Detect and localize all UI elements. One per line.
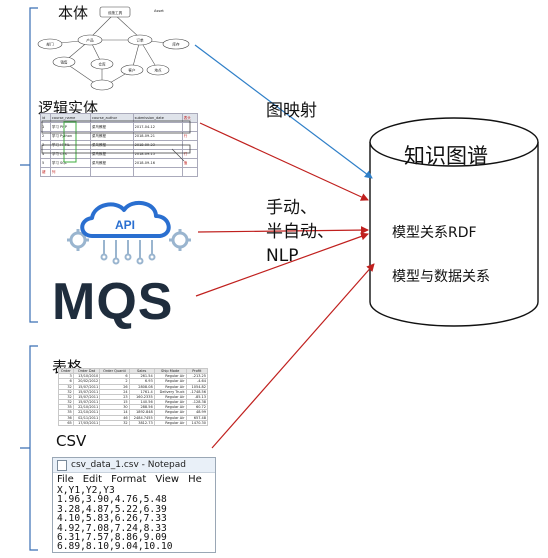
graph-mapping-label: 图映射 bbox=[266, 101, 317, 121]
csv-label: CSV bbox=[56, 432, 87, 450]
sheet-cell: 32 bbox=[99, 419, 130, 427]
notepad-line: 1.96,3.90,4.76,5.48 bbox=[57, 494, 167, 506]
sheet-cell: 17/03/2011 bbox=[72, 419, 101, 427]
notepad-titlebar: csv_data_1.csv - Notepad bbox=[53, 458, 215, 473]
entity-arrow bbox=[199, 122, 369, 201]
sheet-cell: 22/10/2011 bbox=[72, 409, 101, 416]
ontology-node: 订单 bbox=[136, 38, 144, 43]
ontology-node: 设施工具 bbox=[108, 10, 123, 15]
entity-table-cell bbox=[181, 167, 199, 177]
api-logo-text: API bbox=[115, 218, 135, 232]
model-relation-rdf: 模型关系RDF bbox=[392, 225, 477, 241]
sheet-cell: 15/07/2011 bbox=[72, 388, 101, 395]
sheet-cell: 15/07/2011 bbox=[72, 393, 101, 401]
sheet-cell: Regular Air bbox=[153, 419, 187, 427]
mqs-logo: MQS bbox=[52, 273, 174, 331]
ontology-node: Asset bbox=[154, 9, 164, 13]
ontology-node: 产品 bbox=[86, 38, 94, 43]
notepad-line: X,Y1,Y2,Y3 bbox=[57, 485, 115, 496]
ontology-node: 部门 bbox=[46, 42, 54, 47]
api-cloud-logo: API bbox=[67, 200, 191, 265]
bracket-top bbox=[20, 7, 38, 323]
method-nlp: NLP bbox=[266, 246, 299, 266]
menu-format[interactable]: Format bbox=[111, 474, 147, 485]
sheet-cell: 15/07/2011 bbox=[72, 399, 101, 406]
sheet-cell: 22/10/2011 bbox=[72, 404, 101, 411]
csv-arrow bbox=[211, 263, 375, 449]
ontology-node: 地点 bbox=[154, 68, 162, 73]
ontology-label: 本体 bbox=[58, 4, 89, 22]
ontology-node: 仓库 bbox=[98, 62, 106, 67]
mqs-arrow bbox=[195, 232, 369, 297]
sheet-cell: 65 bbox=[58, 419, 74, 427]
bracket-bottom bbox=[20, 345, 38, 551]
notepad-line: 3.28,4.87,5.22,6.39 bbox=[57, 503, 167, 515]
entity-table-cell: 列 bbox=[49, 167, 92, 177]
notepad-menubar: File Edit Format View He bbox=[53, 473, 215, 486]
cloud-icon bbox=[80, 200, 171, 238]
notepad-title: csv_data_1.csv - Notepad bbox=[71, 460, 187, 470]
notepad-line: 6.89,8.10,9.04,10.10 bbox=[57, 541, 173, 553]
sheet-cell: Order Quanti bbox=[99, 367, 130, 375]
entity-table-highlights bbox=[41, 120, 191, 163]
sheet-cell: 02/11/2011 bbox=[72, 414, 101, 421]
manual-method-label: 手动、 半自动、 NLP bbox=[266, 196, 334, 268]
notepad-line: 4.92,7.08,7.24,8.33 bbox=[57, 522, 167, 534]
ontology-node: 客户 bbox=[128, 68, 136, 73]
method-semi-auto: 半自动、 bbox=[266, 222, 334, 242]
menu-file[interactable]: File bbox=[57, 474, 74, 485]
notepad-line: 4.10,5.83,6.26,7.33 bbox=[57, 513, 167, 525]
api-arrow bbox=[197, 226, 369, 235]
file-icon bbox=[57, 459, 67, 471]
ontology-node: 销售 bbox=[60, 60, 68, 65]
menu-view[interactable]: View bbox=[155, 474, 180, 485]
ontology-graph: 设施工具 Asset 产品 订单 部门 库存 销售 仓库 客户 地点 bbox=[37, 6, 190, 91]
logical-entity-label: 逻辑实体 bbox=[38, 99, 99, 117]
sheet-cell: 13/10/2010 bbox=[72, 373, 101, 380]
notepad-window: csv_data_1.csv - Notepad File Edit Forma… bbox=[52, 457, 216, 553]
notepad-line: 8.03,8.88,9.34,11.17 bbox=[57, 551, 211, 552]
entity-table-row: 键列 bbox=[40, 167, 199, 177]
sheet-cell: 1470.30 bbox=[185, 419, 209, 427]
knowledge-graph-title: 知识图谱 bbox=[404, 144, 488, 168]
menu-help[interactable]: He bbox=[188, 474, 202, 485]
method-manual: 手动、 bbox=[266, 198, 317, 218]
model-data-relation: 模型与数据关系 bbox=[392, 269, 490, 285]
knowledge-graph-cylinder bbox=[369, 117, 539, 327]
sheet-cell: 15/07/2011 bbox=[72, 383, 101, 390]
ontology-node: 库存 bbox=[172, 42, 180, 47]
sheet-cell: 20/02/2012 bbox=[72, 378, 101, 385]
sheet-cell: 3812.73 bbox=[128, 419, 155, 427]
graph-mapping-arrow bbox=[194, 44, 373, 179]
menu-edit[interactable]: Edit bbox=[82, 474, 103, 485]
gear-icon bbox=[67, 229, 191, 251]
notepad-line: 6.31,7.57,8.86,9.09 bbox=[57, 532, 167, 544]
